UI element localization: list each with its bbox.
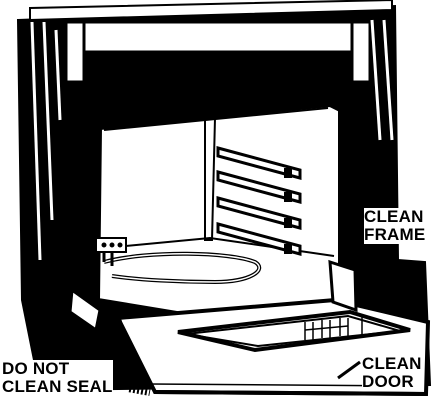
clean-door-line2: DOOR — [362, 373, 422, 391]
do-not-clean-seal-line1: DO NOT — [2, 360, 113, 378]
clean-frame-line1: CLEAN — [364, 208, 425, 226]
clean-door-line1: CLEAN — [362, 355, 422, 373]
do-not-clean-seal-line2: CLEAN SEAL — [2, 378, 113, 396]
clean-door-label: CLEAN DOOR — [362, 355, 422, 391]
clean-frame-label: CLEAN FRAME — [364, 208, 425, 244]
clean-frame-line2: FRAME — [364, 226, 425, 244]
do-not-clean-seal-label: DO NOT CLEAN SEAL — [2, 360, 113, 396]
